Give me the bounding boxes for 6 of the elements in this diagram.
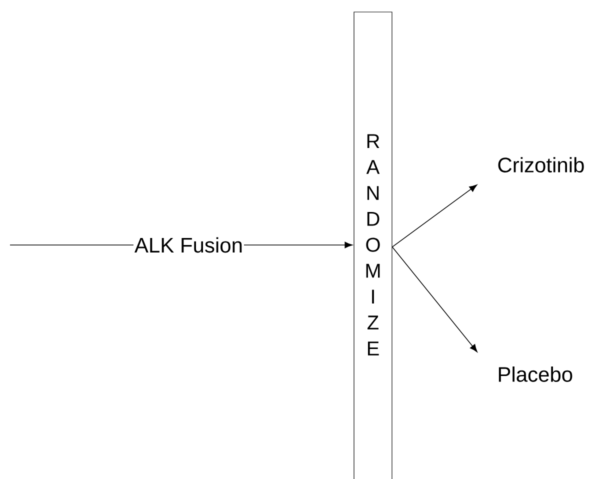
edge-label: ALK Fusion: [133, 236, 244, 254]
arrow: [392, 184, 478, 248]
randomize-bar: RANDOMIZE: [354, 12, 392, 479]
arrow: [392, 246, 478, 352]
arm-label: Placebo: [498, 366, 572, 382]
arm-label: Crizotinib: [498, 157, 584, 172]
